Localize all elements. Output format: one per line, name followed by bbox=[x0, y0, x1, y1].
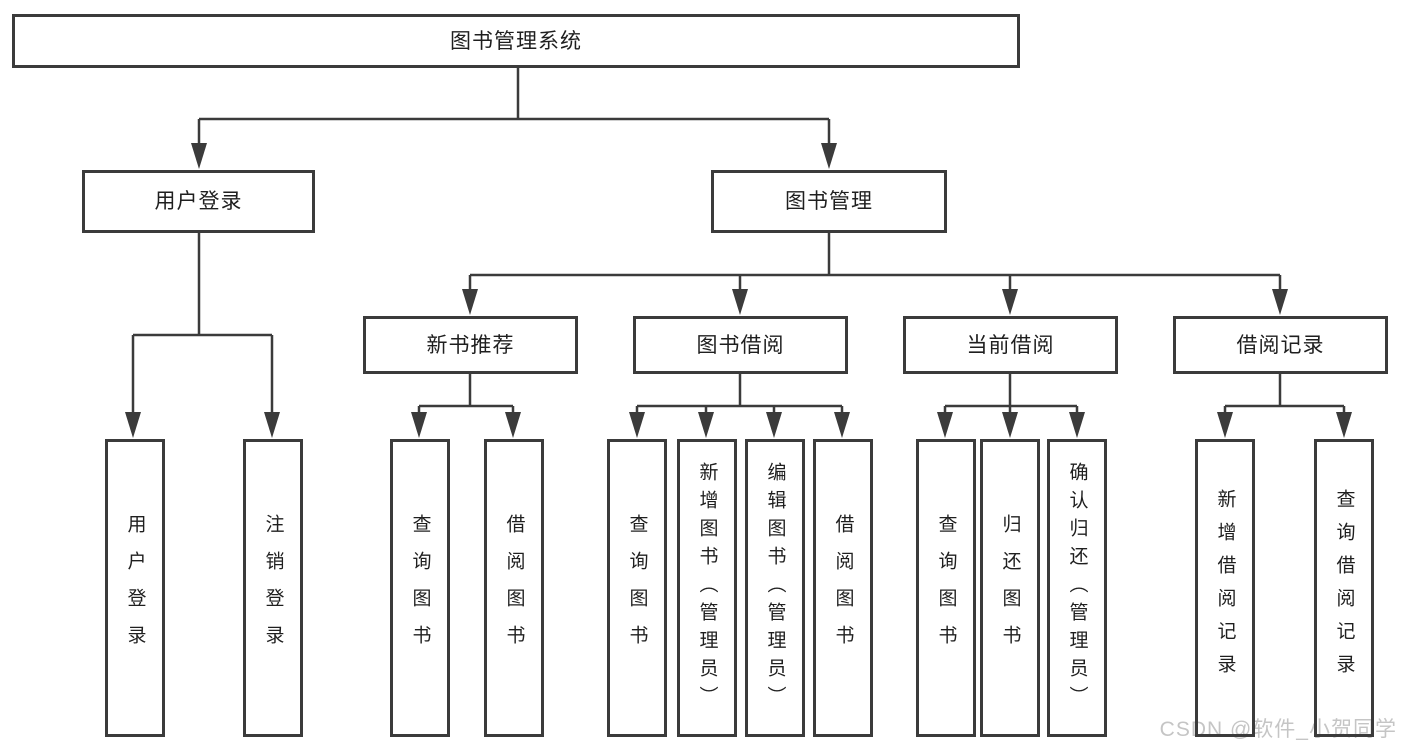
node-book-borrowing: 图书借阅 bbox=[633, 316, 848, 374]
node-book-management-branch: 图书管理 bbox=[711, 170, 947, 233]
node-label: 查询图书 bbox=[626, 514, 648, 662]
leaf-query-books-recommend: 查询图书 bbox=[390, 439, 450, 737]
leaf-borrow-books-borrowing: 借阅图书 bbox=[813, 439, 873, 737]
node-label: 当前借阅 bbox=[966, 333, 1055, 357]
leaf-return-books: 归还图书 bbox=[980, 439, 1040, 737]
leaf-query-books-borrowing: 查询图书 bbox=[607, 439, 667, 737]
leaf-query-books-current: 查询图书 bbox=[916, 439, 976, 737]
leaf-edit-books-admin: 编辑图书（管理员） bbox=[745, 439, 805, 737]
node-label: 查询借阅记录 bbox=[1333, 489, 1355, 687]
node-label: 确认归还（管理员） bbox=[1066, 462, 1088, 714]
node-label: 归还图书 bbox=[999, 514, 1021, 662]
leaf-add-borrow-record: 新增借阅记录 bbox=[1195, 439, 1255, 737]
node-label: 新书推荐 bbox=[426, 333, 515, 357]
node-new-book-recommendation: 新书推荐 bbox=[363, 316, 578, 374]
node-borrowing-records: 借阅记录 bbox=[1173, 316, 1388, 374]
node-label: 借阅记录 bbox=[1236, 333, 1325, 357]
leaf-logout: 注销登录 bbox=[243, 439, 303, 737]
node-label: 借阅图书 bbox=[832, 514, 854, 662]
leaf-user-login: 用户登录 bbox=[105, 439, 165, 737]
node-label: 查询图书 bbox=[935, 514, 957, 662]
node-label: 用户登录 bbox=[154, 190, 243, 213]
node-current-borrowing: 当前借阅 bbox=[903, 316, 1118, 374]
node-label: 编辑图书（管理员） bbox=[764, 462, 786, 714]
node-label: 图书借阅 bbox=[696, 333, 785, 357]
node-label: 注销登录 bbox=[262, 514, 284, 662]
leaf-add-books-admin: 新增图书（管理员） bbox=[677, 439, 737, 737]
leaf-confirm-return-admin: 确认归还（管理员） bbox=[1047, 439, 1107, 737]
node-label: 新增图书（管理员） bbox=[696, 462, 718, 714]
node-library-management-system: 图书管理系统 bbox=[12, 14, 1020, 68]
leaf-query-borrow-record: 查询借阅记录 bbox=[1314, 439, 1374, 737]
leaf-borrow-books-recommend: 借阅图书 bbox=[484, 439, 544, 737]
node-label: 借阅图书 bbox=[503, 514, 525, 662]
node-user-login-branch: 用户登录 bbox=[82, 170, 315, 233]
node-label: 图书管理系统 bbox=[450, 29, 582, 53]
node-label: 新增借阅记录 bbox=[1214, 489, 1236, 687]
node-label: 查询图书 bbox=[409, 514, 431, 662]
arrowhead-icons bbox=[125, 143, 1352, 438]
node-label: 图书管理 bbox=[785, 190, 873, 213]
node-label: 用户登录 bbox=[124, 514, 146, 662]
